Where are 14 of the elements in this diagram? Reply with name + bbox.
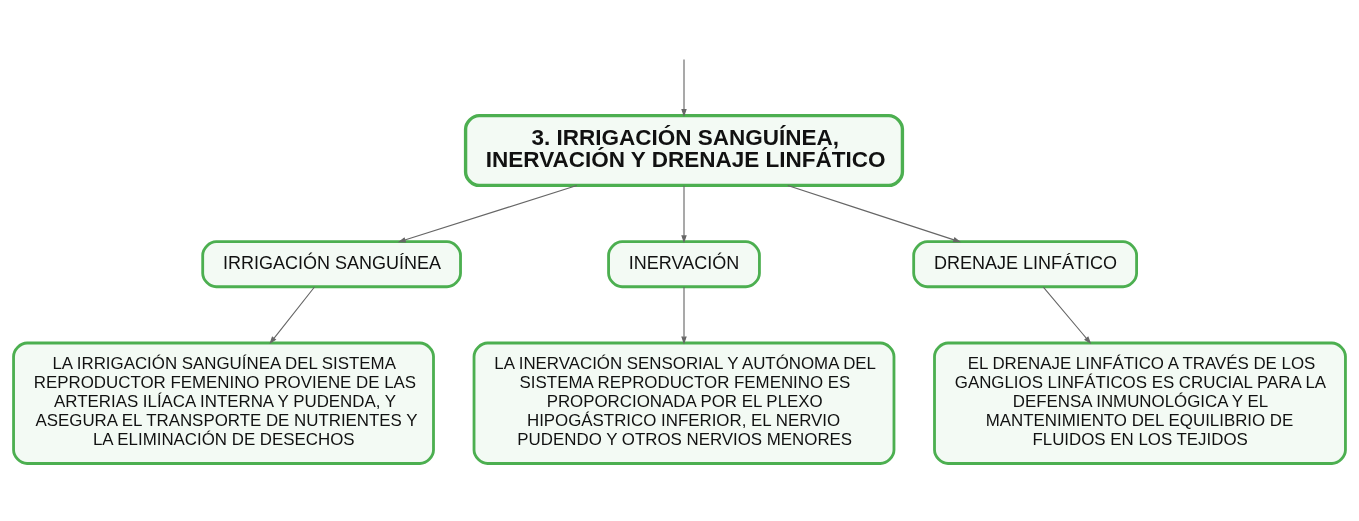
arrow [397,184,578,242]
node-box: DRENAJE LINFÁTICO [912,239,1138,288]
arrow [1042,285,1092,344]
arrow [681,58,687,117]
node-box: 3. IRRIGACIÓN SANGUÍNEA, INERVACIÓN Y DRENAJE LINFÁTICO [463,113,905,187]
arrow [269,285,316,344]
node-box: INERVACIÓN [607,239,761,288]
arrow [681,184,687,243]
node-box: IRRIGACIÓN SANGUÍNEA [201,239,462,288]
arrow [787,184,962,242]
node-box: LA IRRIGACIÓN SANGUÍNEA DEL SISTEMA REPRODUCTOR FEMENINO PROVIENE DE LAS ARTERIAS ILÍACA INTERNA Y PUDENDA, Y ASEGURA EL TRANSPORTE DE NUTRIENTES Y LA ELIMINACIÓN DE DESECHOS [12,341,435,465]
arrow [681,285,687,344]
node-box: EL DRENAJE LINFÁTICO A TRAVÉS DE LOS GANGLIOS LINFÁTICOS ES CRUCIAL PARA LA DEFENSA INMUNOLÓGICA Y EL MANTENIMIENTO DEL EQUILIBRIO DE FLUIDOS EN LOS TEJIDOS [933,341,1347,465]
node-box: LA INERVACIÓN SENSORIAL Y AUTÓNOMA DEL SISTEMA REPRODUCTOR FEMENINO ES PROPORCIONADA POR EL PLEXO HIPOGÁSTRICO INFERIOR, EL NERVIO PUDENDO Y OTROS NERVIOS MENORES [472,341,896,465]
